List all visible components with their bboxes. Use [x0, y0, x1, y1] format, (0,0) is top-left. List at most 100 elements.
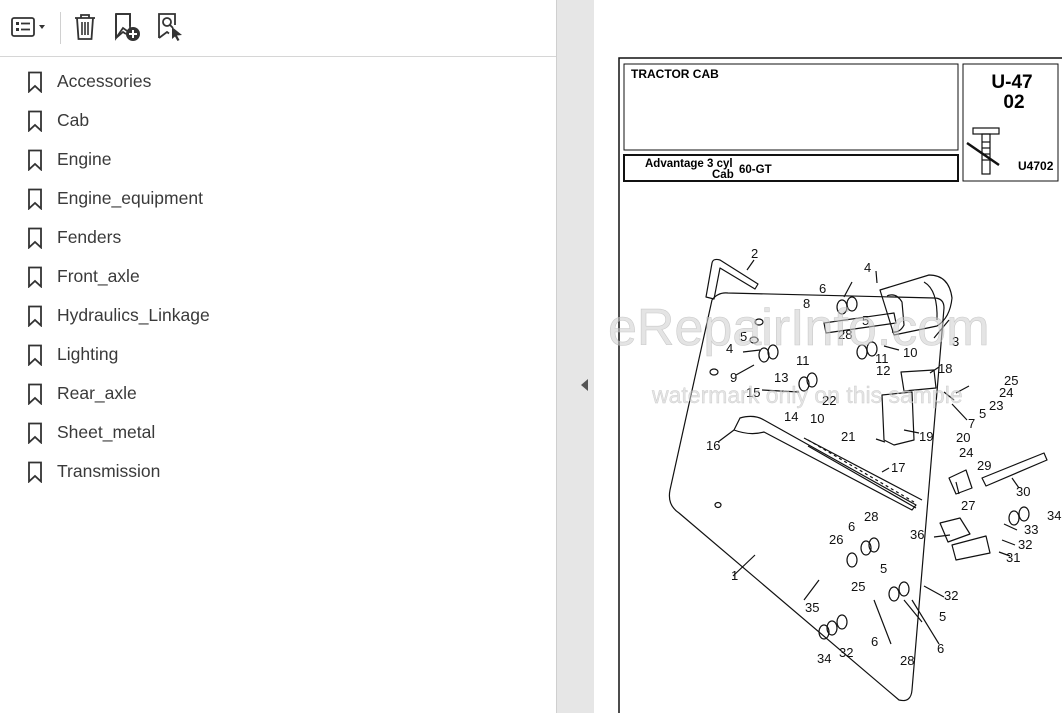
callout-10: 10 — [903, 345, 917, 360]
bookmark-add-icon — [115, 13, 140, 41]
model-line2: Cab — [712, 169, 734, 181]
options-menu-button[interactable] — [6, 10, 52, 44]
callout-32: 32 — [1018, 537, 1032, 552]
callout-20: 20 — [956, 430, 970, 445]
callout-6: 6 — [819, 281, 826, 296]
callout-32: 32 — [944, 588, 958, 603]
page-code-line1: U-47 — [991, 72, 1032, 93]
callout-5: 5 — [979, 406, 986, 421]
callout-9: 9 — [730, 370, 737, 385]
document-page: TRACTOR CAB U-47 02 Advantage 3 cyl Cab … — [594, 0, 1062, 713]
bookmark-label: Sheet_metal — [57, 422, 156, 442]
trash-icon — [75, 14, 95, 40]
callout-33: 33 — [1024, 522, 1038, 537]
page-title: TRACTOR CAB — [631, 67, 719, 81]
bookmark-label: Engine — [57, 149, 112, 169]
callout-2: 2 — [751, 246, 758, 261]
callout-4: 4 — [864, 260, 871, 275]
callout-28: 28 — [864, 509, 878, 524]
bookmark-item[interactable]: Engine — [0, 140, 556, 179]
bookmark-item[interactable]: Rear_axle — [0, 374, 556, 413]
bookmark-label: Cab — [57, 110, 90, 130]
callout-5: 5 — [862, 313, 869, 328]
callout-13: 13 — [774, 370, 788, 385]
list-options-icon — [11, 17, 45, 37]
bookmark-label: Front_axle — [57, 266, 140, 286]
callout-29: 29 — [977, 458, 991, 473]
callout-6: 6 — [937, 641, 944, 656]
callout-21: 21 — [841, 429, 855, 444]
cab-door-drawing — [668, 258, 1048, 702]
bookmark-item[interactable]: Engine_equipment — [0, 179, 556, 218]
figure-id: U4702 — [1018, 159, 1054, 173]
bookmark-item[interactable]: Sheet_metal — [0, 413, 556, 452]
collapse-panel-arrow-icon[interactable] — [581, 379, 588, 391]
callout-6: 6 — [848, 519, 855, 534]
bookmark-label: Lighting — [57, 344, 119, 364]
callout-8: 8 — [803, 296, 810, 311]
callout-6: 6 — [871, 634, 878, 649]
callout-34: 34 — [1047, 508, 1061, 523]
callout-30: 30 — [1016, 484, 1030, 499]
delete-bookmark-button[interactable] — [70, 10, 100, 44]
bookmark-item[interactable]: Lighting — [0, 335, 556, 374]
bookmark-label: Rear_axle — [57, 383, 137, 403]
model-line1: Advantage 3 cyl — [645, 158, 733, 170]
toolbar-separator — [60, 12, 61, 44]
callout-7: 7 — [968, 416, 975, 431]
callout-24: 24 — [999, 385, 1013, 400]
bookmark-icon — [28, 422, 42, 444]
bookmark-icon — [28, 149, 42, 171]
callout-11: 11 — [875, 351, 889, 366]
callout-5: 5 — [880, 561, 887, 576]
callout-28: 28 — [838, 327, 852, 342]
callout-5: 5 — [740, 329, 747, 344]
callout-1: 1 — [731, 568, 738, 583]
bookmark-item[interactable]: Transmission — [0, 452, 556, 491]
find-current-bookmark-button[interactable] — [153, 10, 187, 44]
bookmark-item[interactable]: Cab — [0, 101, 556, 140]
callout-35: 35 — [805, 600, 819, 615]
callout-14: 14 — [784, 409, 798, 424]
callout-27: 27 — [961, 498, 975, 513]
bookmark-icon — [28, 383, 42, 405]
bookmark-item[interactable]: Accessories — [0, 62, 556, 101]
bookmark-icon — [28, 110, 42, 132]
page-code-line2: 02 — [1003, 92, 1024, 113]
callout-11: 11 — [796, 353, 810, 368]
callout-31: 31 — [1006, 550, 1020, 565]
callout-28: 28 — [900, 653, 914, 668]
callout-26: 26 — [829, 532, 843, 547]
watermark-main: eRepairInfo.com — [608, 299, 990, 357]
callout-10: 10 — [810, 411, 824, 426]
callout-16: 16 — [706, 438, 720, 453]
callout-12: 12 — [876, 363, 890, 378]
bookmarks-panel: Accessories Cab Engine Engine_equipment … — [0, 0, 557, 713]
add-bookmark-button[interactable] — [110, 10, 144, 44]
bookmark-label: Engine_equipment — [57, 188, 203, 208]
bookmark-label: Fenders — [57, 227, 122, 247]
callout-5: 5 — [939, 609, 946, 624]
bookmark-icon — [28, 344, 42, 366]
bookmark-icon — [28, 305, 42, 327]
callout-25: 25 — [851, 579, 865, 594]
bookmark-icon — [28, 266, 42, 288]
panel-splitter[interactable] — [572, 0, 594, 713]
bookmark-item[interactable]: Front_axle — [0, 257, 556, 296]
callout-17: 17 — [891, 460, 905, 475]
parts-diagram-page: TRACTOR CAB U-47 02 Advantage 3 cyl Cab … — [608, 57, 1062, 713]
bookmark-icon — [28, 188, 42, 210]
bookmark-icon — [28, 71, 42, 93]
bookmark-icon — [28, 461, 42, 483]
model-variant: 60-GT — [739, 164, 772, 176]
callout-15: 15 — [746, 385, 760, 400]
bookmark-item[interactable]: Hydraulics_Linkage — [0, 296, 556, 335]
callout-25: 25 — [1004, 373, 1018, 388]
bookmark-label: Hydraulics_Linkage — [57, 305, 210, 325]
callout-18: 18 — [938, 361, 952, 376]
callout-23: 23 — [989, 398, 1003, 413]
callout-32: 32 — [839, 645, 853, 660]
bookmark-item[interactable]: Fenders — [0, 218, 556, 257]
bookmarks-toolbar — [0, 0, 556, 57]
callout-24: 24 — [959, 445, 973, 460]
